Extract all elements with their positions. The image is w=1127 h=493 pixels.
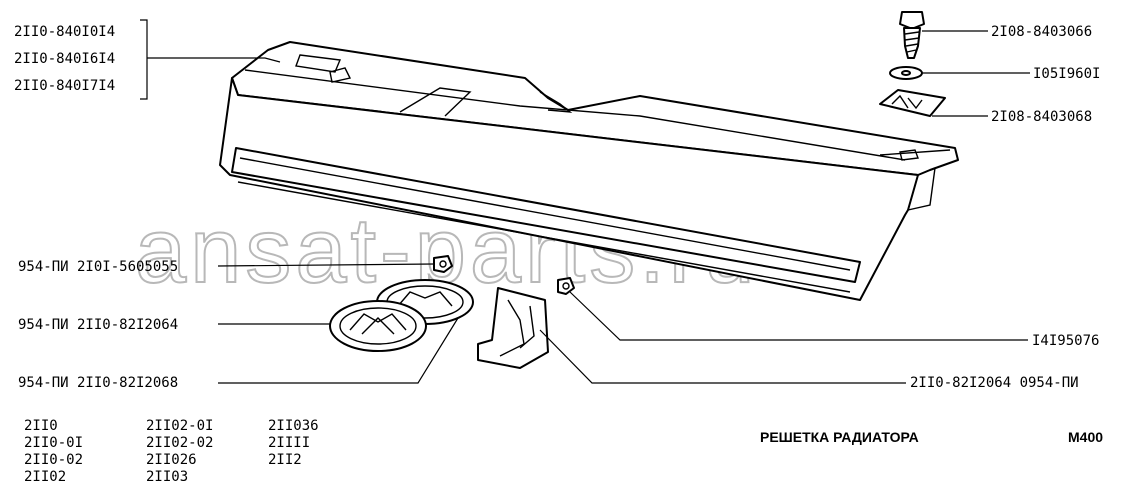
screw-part[interactable]	[899, 11, 925, 59]
clip-nut-part[interactable]	[879, 89, 946, 117]
part-number-label: I4I95076	[1032, 333, 1099, 349]
model-code: 2II02	[24, 469, 66, 485]
emblem-holder[interactable]	[477, 287, 549, 369]
part-number-label: 954-ПИ 2I0I-5605055	[18, 259, 178, 275]
part-number-label: 2I08-8403066	[991, 24, 1092, 40]
part-number-label: 2I08-8403068	[991, 109, 1092, 125]
model-code: 2II0-0I	[24, 435, 83, 451]
diagram-title: РЕШЕТКА РАДИАТОРА	[760, 429, 919, 445]
part-number-label: 954-ПИ 2II0-82I2064	[18, 317, 178, 333]
emblem-front[interactable]	[329, 300, 427, 352]
part-number-label: 2II0-82I2064 0954-ПИ	[910, 375, 1079, 391]
model-code: 2II03	[146, 469, 188, 485]
diagram-code: M400	[1068, 429, 1103, 445]
washer-part[interactable]	[889, 66, 923, 80]
left-label-group: 954-ПИ 2I0I-5605055 954-ПИ 2II0-82I2064 …	[18, 259, 459, 391]
right-label-group: 2I08-8403066 I05I960I 2I08-8403068 I4I95…	[539, 24, 1100, 391]
model-code: 2II036	[268, 418, 319, 434]
part-number-label: 2II0-840I0I4	[14, 24, 115, 40]
nut-part[interactable]	[433, 255, 453, 273]
model-code: 2II026	[146, 452, 197, 468]
nut-part-2[interactable]	[557, 277, 575, 295]
models-list: 2II0 2II0-0I 2II0-02 2II02 2II02-0I 2II0…	[24, 418, 319, 485]
radiator-grille[interactable]	[219, 41, 959, 301]
model-code: 2II02-0I	[146, 418, 213, 434]
model-code: 2II0	[24, 418, 58, 434]
model-code: 2II0-02	[24, 452, 83, 468]
bracket-label-group: 2II0-840I0I4 2II0-840I6I4 2II0-840I7I4	[14, 19, 281, 100]
part-number-label: 954-ПИ 2II0-82I2068	[18, 375, 178, 391]
part-number-label: 2II0-840I6I4	[14, 51, 115, 67]
model-code: 2II02-02	[146, 435, 213, 451]
part-number-label: I05I960I	[1033, 66, 1100, 82]
part-number-label: 2II0-840I7I4	[14, 78, 115, 94]
model-code: 2IIII	[268, 435, 310, 451]
model-code: 2II2	[268, 452, 302, 468]
